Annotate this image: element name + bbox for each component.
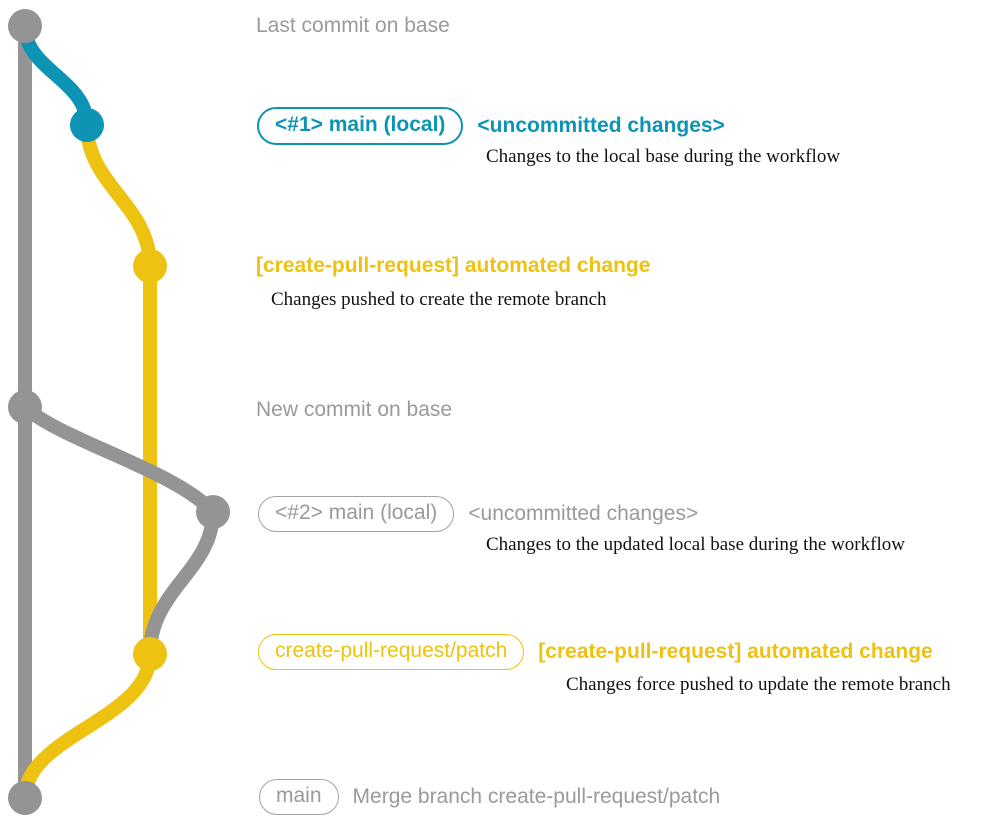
ref-badge-create-pull-request-patch[interactable]: create-pull-request/patch [258, 634, 525, 670]
commit-row-patch-2: create-pull-request/patch [create-pull-r… [258, 634, 933, 670]
commit-subject-patch-1: [create-pull-request] automated change [256, 254, 651, 277]
node-local-2[interactable] [196, 495, 230, 529]
commit-subject-local-1: <uncommitted changes> [477, 114, 725, 137]
commit-description-local-2: Changes to the updated local base during… [486, 534, 905, 555]
ref-badge-main-local-2[interactable]: <#2> main (local) [258, 496, 455, 532]
commit-subject-merge: Merge branch create-pull-request/patch [352, 785, 721, 808]
commit-subject-patch-2: [create-pull-request] automated change [538, 640, 933, 663]
updated-local-branch-path [18, 400, 220, 519]
updated-local-to-patch-path [143, 505, 220, 661]
heading-last-commit-on-base: Last commit on base [256, 14, 450, 37]
commit-description-local-1: Changes to the local base during the wor… [486, 146, 841, 167]
node-base-top[interactable] [8, 9, 42, 43]
node-patch-2[interactable] [133, 637, 167, 671]
node-patch-1[interactable] [133, 249, 167, 283]
patch-merge-path [18, 647, 157, 805]
commit-description-patch-2: Changes force pushed to update the remot… [566, 674, 951, 695]
node-base-merge[interactable] [8, 781, 42, 815]
node-local-1[interactable] [70, 108, 104, 142]
patch-branch-upper-path [80, 118, 157, 273]
commit-description-patch-1: Changes pushed to create the remote bran… [271, 289, 607, 310]
node-base-new[interactable] [8, 390, 42, 424]
local-branch-blue-path [18, 19, 94, 132]
heading-new-commit-on-base: New commit on base [256, 398, 453, 421]
commit-subject-local-2: <uncommitted changes> [468, 502, 699, 525]
commit-row-patch-1: [create-pull-request] automated change [256, 254, 650, 278]
commit-row-local-2: <#2> main (local) <uncommitted changes> [258, 496, 698, 532]
commit-row-local-1: <#1> main (local) <uncommitted changes> [257, 107, 725, 145]
ref-badge-main-local-1[interactable]: <#1> main (local) [257, 107, 464, 145]
commit-row-merge: main Merge branch create-pull-request/pa… [259, 779, 720, 815]
ref-badge-main[interactable]: main [259, 779, 339, 815]
